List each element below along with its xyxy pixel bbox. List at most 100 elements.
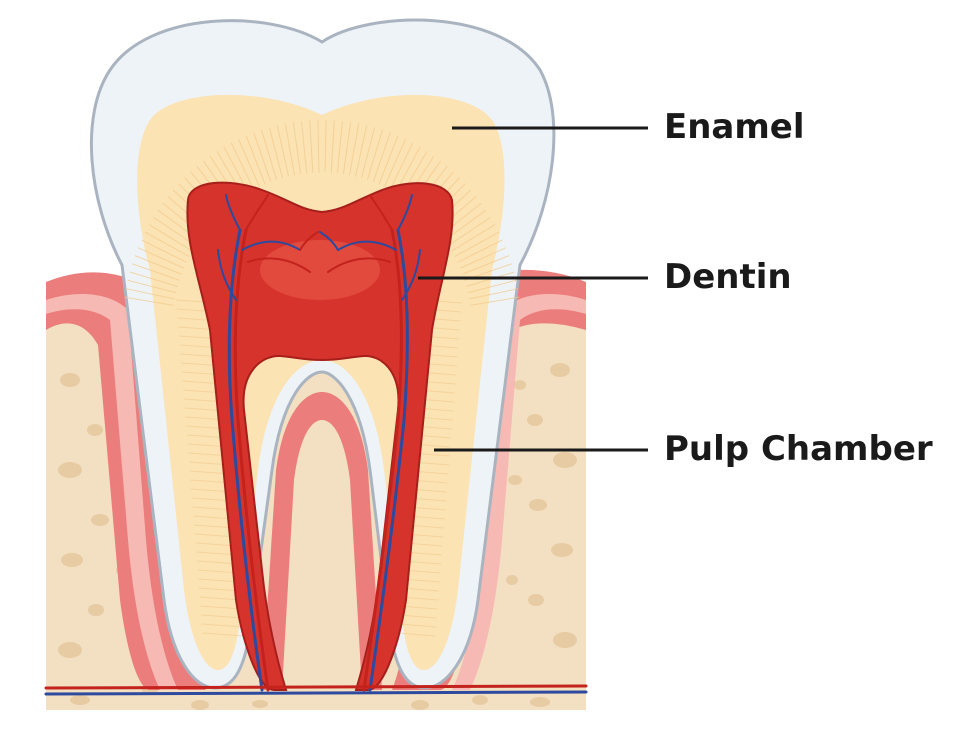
bone-pore [88, 604, 104, 616]
dentin-ray [457, 239, 503, 263]
dentin-ray [125, 288, 176, 300]
dentin-ray [398, 623, 437, 628]
dentin-ray [253, 132, 272, 183]
bone-pore [58, 462, 82, 478]
dentin-ray [467, 279, 517, 294]
bone-pore [70, 695, 90, 705]
tooth [44, 18, 588, 696]
dentin-ray [454, 231, 500, 258]
dentin-ray [268, 127, 284, 179]
dentin-ray [342, 122, 352, 175]
dentin-ray [284, 123, 295, 176]
dentin-ray [127, 279, 177, 294]
callout-lines [418, 126, 648, 452]
bone-pore [252, 700, 268, 708]
inter-root-bone [282, 420, 362, 690]
capillary-branch [397, 194, 413, 231]
dentin-ray [309, 120, 314, 173]
dentin-ray [459, 247, 507, 269]
dentin-ray [134, 255, 182, 275]
artery-right [362, 228, 403, 692]
vein-left [227, 228, 264, 692]
enamel-label: Enamel [664, 107, 805, 147]
bone-pore [87, 424, 103, 436]
dentin-ray [132, 263, 180, 281]
dentin-ray [202, 632, 245, 637]
dentin-ray [448, 216, 491, 246]
dentin-ray [470, 296, 520, 306]
dentin-ray [144, 231, 190, 258]
bone-pore [411, 700, 429, 710]
dentin-ray [397, 632, 436, 637]
capillary-branch [247, 257, 311, 273]
dentin-ray [199, 596, 242, 601]
dentin-ray [201, 623, 244, 628]
dentin-ray [301, 121, 308, 174]
capillary-branch [217, 249, 237, 301]
dentin-ray [360, 127, 376, 179]
pulp-chamber-label: Pulp Chamber [664, 429, 933, 469]
bone-pore [91, 514, 109, 526]
dentin-ray [200, 605, 243, 610]
bone-pore [506, 575, 518, 585]
dentin-ray [330, 120, 335, 173]
capillary-branch [319, 231, 339, 251]
bone-pore [528, 594, 544, 606]
capillary-branch [327, 257, 391, 273]
dentin-ray [336, 121, 343, 174]
dentin-ray [238, 138, 260, 188]
capillary-branch [245, 194, 269, 231]
bone-pore [529, 499, 547, 511]
dentin-ray [389, 142, 414, 190]
bone-pore [530, 697, 550, 707]
dentin-ray [148, 224, 193, 252]
vein-right [368, 228, 409, 692]
capillary-branch [337, 240, 397, 251]
blood-vessels [44, 194, 588, 696]
bone-pore [527, 414, 543, 426]
bone-pore [191, 700, 209, 710]
bone-pore [58, 642, 82, 658]
bone-pore [508, 475, 522, 485]
dentin-ray [349, 123, 360, 176]
bone-pore [553, 452, 577, 468]
bone-pore [550, 363, 570, 377]
dentin-ray [153, 216, 196, 246]
artery-left [233, 228, 270, 692]
dentin-ray [398, 614, 437, 619]
dentin-ray [245, 135, 266, 185]
bone-pore [60, 373, 80, 387]
dentin-ray [261, 129, 278, 181]
dentin-ray [124, 296, 174, 306]
dentin-ray [141, 239, 187, 263]
capillary-branch [401, 249, 421, 301]
bone-pore [551, 543, 573, 557]
bone-pore [61, 553, 83, 567]
dentin-ray [384, 138, 406, 188]
bone-pore [553, 632, 577, 648]
capillary-branch [369, 194, 393, 231]
dentin-ray [378, 135, 399, 185]
dentin-ray [366, 129, 383, 181]
capillary-branch [241, 240, 301, 251]
dentin-label: Dentin [664, 257, 792, 297]
capillary-branch [225, 194, 241, 231]
gum-inner-right [452, 294, 586, 690]
bone-pore [514, 380, 526, 390]
dentin-ray [372, 132, 391, 183]
dentin-ray [462, 255, 510, 275]
dentin-ray [129, 271, 178, 287]
dentin-ray [451, 224, 496, 252]
dentin-ray [276, 125, 289, 177]
dentin-ray [199, 587, 242, 592]
capillaries [217, 194, 421, 301]
dentin-ray [355, 125, 368, 177]
dentin-ray [201, 614, 244, 619]
dentin-ray [292, 122, 302, 175]
pulp-core [260, 240, 380, 300]
bone-pores [58, 363, 577, 710]
dentin-ray [324, 120, 327, 173]
base-vein [44, 690, 588, 696]
base-artery [44, 684, 588, 690]
